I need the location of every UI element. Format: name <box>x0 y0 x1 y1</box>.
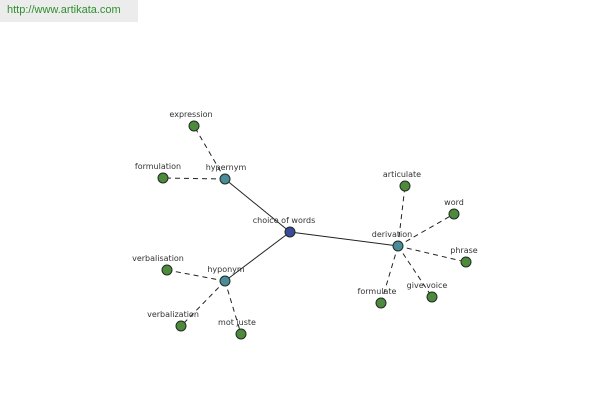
node-choice-of-words[interactable] <box>284 226 296 238</box>
label-articulate[interactable]: articulate <box>383 170 421 179</box>
label-formulate[interactable]: formulate <box>358 287 397 296</box>
edge-hyponym-verbalization <box>180 280 226 327</box>
label-phrase[interactable]: phrase <box>450 246 478 255</box>
node-verbalisation[interactable] <box>161 264 173 276</box>
node-formulate[interactable] <box>375 297 387 309</box>
edge-hypernym-expression <box>193 125 226 180</box>
edge-hypernym-formulation <box>162 177 226 180</box>
node-verbalization[interactable] <box>175 320 187 332</box>
edge-center-hypernym <box>224 178 291 233</box>
edge-center-derivation <box>289 231 399 247</box>
label-give-voice[interactable]: give voice <box>407 281 448 290</box>
edge-derivation-formulate <box>380 245 399 304</box>
node-formulation[interactable] <box>157 172 169 184</box>
edge-derivation-give-voice <box>397 245 433 298</box>
label-word[interactable]: word <box>444 198 464 207</box>
graph-edges <box>162 125 467 335</box>
edge-derivation-phrase <box>397 245 467 263</box>
label-mot-juste[interactable]: mot juste <box>218 318 256 327</box>
label-hypernym[interactable]: hypernym <box>206 163 247 172</box>
graph-labels: expression formulation hypernym verbalisati… <box>132 110 478 327</box>
edge-derivation-articulate <box>397 185 406 247</box>
label-hyponym[interactable]: hyponym <box>207 265 245 274</box>
node-hyponym[interactable] <box>219 275 231 287</box>
edge-derivation-word <box>397 213 455 247</box>
edge-hyponym-mot-juste <box>224 280 242 335</box>
edge-hyponym-verbalisation <box>166 269 226 282</box>
label-verbalisation[interactable]: verbalisation <box>132 254 184 263</box>
label-formulation[interactable]: formulation <box>135 162 181 171</box>
node-articulate[interactable] <box>399 180 411 192</box>
node-word[interactable] <box>448 208 460 220</box>
label-expression[interactable]: expression <box>169 110 212 119</box>
graph-nodes <box>157 120 472 340</box>
label-choice-of-words[interactable]: choice of words <box>253 216 316 225</box>
node-give-voice[interactable] <box>426 291 438 303</box>
node-expression[interactable] <box>188 120 200 132</box>
node-hypernym[interactable] <box>219 173 231 185</box>
edge-center-hyponym <box>224 231 291 282</box>
node-derivation[interactable] <box>392 240 404 252</box>
label-verbalization[interactable]: verbalization <box>147 310 199 319</box>
node-phrase[interactable] <box>460 256 472 268</box>
label-derivation[interactable]: derivation <box>372 230 412 239</box>
node-mot-juste[interactable] <box>235 328 247 340</box>
source-url-link[interactable]: http://www.artikata.com <box>0 0 138 22</box>
